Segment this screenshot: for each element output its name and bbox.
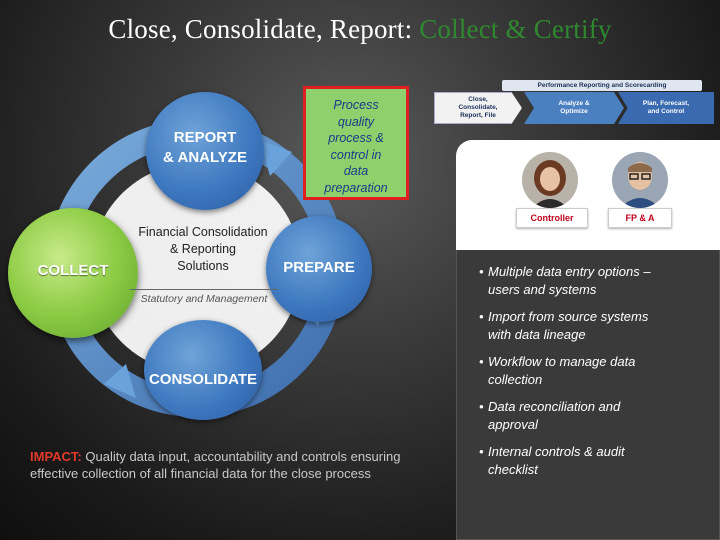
center-subtitle: Statutory and Management	[130, 289, 278, 305]
callout-line: quality	[337, 114, 375, 129]
controller-avatar	[522, 152, 578, 208]
slide-title: Close, Consolidate, Report: Collect & Ce…	[0, 14, 720, 45]
chevron-header: Performance Reporting and Scorecarding	[502, 80, 702, 91]
bullet-line: Data reconciliation and	[488, 399, 621, 414]
arrow-head-icon	[260, 140, 292, 176]
feature-bullets: Multiple data entry options – users and …	[476, 263, 712, 488]
report-analyze-node: REPORT & ANALYZE	[146, 92, 264, 210]
impact-statement: IMPACT: Quality data input, accountabili…	[30, 448, 440, 482]
bullet-line: checklist	[488, 461, 538, 477]
center-line: Financial Consolidation	[138, 225, 268, 239]
chevron-text: Plan, Forecast,	[642, 100, 690, 107]
bullet-line: collection	[488, 371, 543, 387]
fpa-avatar	[612, 152, 668, 208]
bullet-item: Workflow to manage data collection	[476, 353, 712, 388]
bullet-line: Workflow to manage data	[488, 354, 636, 369]
chevron-text: Report, File	[460, 112, 496, 119]
collect-node: COLLECT	[8, 208, 138, 338]
impact-lead: IMPACT:	[30, 449, 82, 464]
bullet-line: Internal controls & audit	[488, 444, 625, 459]
consolidate-label: CONSOLIDATE	[148, 371, 258, 388]
process-chevrons: Performance Reporting and Scorecarding C…	[432, 78, 714, 126]
impact-text: Quality data input, accountability and c…	[30, 449, 401, 481]
chevron-close: Close, Consolidate, Report, File	[434, 92, 522, 124]
chevron-text: Optimize	[560, 108, 588, 115]
center-title: Financial Consolidation & Reporting Solu…	[126, 224, 280, 275]
center-line: Solutions	[177, 259, 229, 273]
bullet-item: Import from source systems with data lin…	[476, 308, 712, 343]
chevron-plan: Plan, Forecast, and Control	[618, 92, 714, 124]
arrow-head-icon	[104, 364, 136, 398]
bullet-item: Multiple data entry options – users and …	[476, 263, 712, 298]
controller-badge: Controller	[516, 208, 588, 228]
fpa-badge: FP & A	[608, 208, 672, 228]
center-line: & Reporting	[169, 242, 236, 256]
consolidate-node: CONSOLIDATE	[144, 320, 262, 420]
title-main: Close, Consolidate, Report:	[108, 14, 420, 44]
cycle-diagram: REPORT & ANALYZE PREPARE CONSOLIDATE COL…	[0, 80, 440, 420]
bullet-item: Data reconciliation and approval	[476, 398, 712, 433]
report-label: REPORT	[173, 129, 237, 146]
callout-line: data	[343, 164, 369, 178]
bullet-item: Internal controls & audit checklist	[476, 443, 712, 478]
chevron-text: Close,	[468, 96, 488, 103]
callout-line: Process	[333, 98, 379, 112]
chevron-text: and Control	[647, 108, 685, 115]
roles-header	[456, 140, 720, 250]
callout-line: process &	[328, 131, 384, 145]
callout-line: control in	[330, 147, 382, 162]
bullet-line: Multiple data entry options –	[488, 264, 651, 279]
chevron-analyze: Analyze & Optimize	[524, 92, 624, 124]
collect-label: COLLECT	[37, 262, 109, 279]
chevron-text: Consolidate,	[458, 104, 498, 111]
chevron-text: Analyze &	[558, 100, 590, 107]
title-highlight: Collect & Certify	[419, 14, 612, 44]
prepare-node: PREPARE	[266, 216, 372, 322]
bullet-line: Import from source systems	[488, 309, 649, 324]
bullet-line: users and systems	[488, 281, 597, 297]
callout-line: preparation	[324, 180, 388, 195]
bullet-line: approval	[488, 416, 538, 432]
bullet-line: with data lineage	[488, 326, 586, 342]
process-quality-callout: Process quality process & control in dat…	[303, 86, 409, 200]
analyze-label: & ANALYZE	[163, 149, 247, 166]
prepare-label: PREPARE	[283, 259, 355, 276]
